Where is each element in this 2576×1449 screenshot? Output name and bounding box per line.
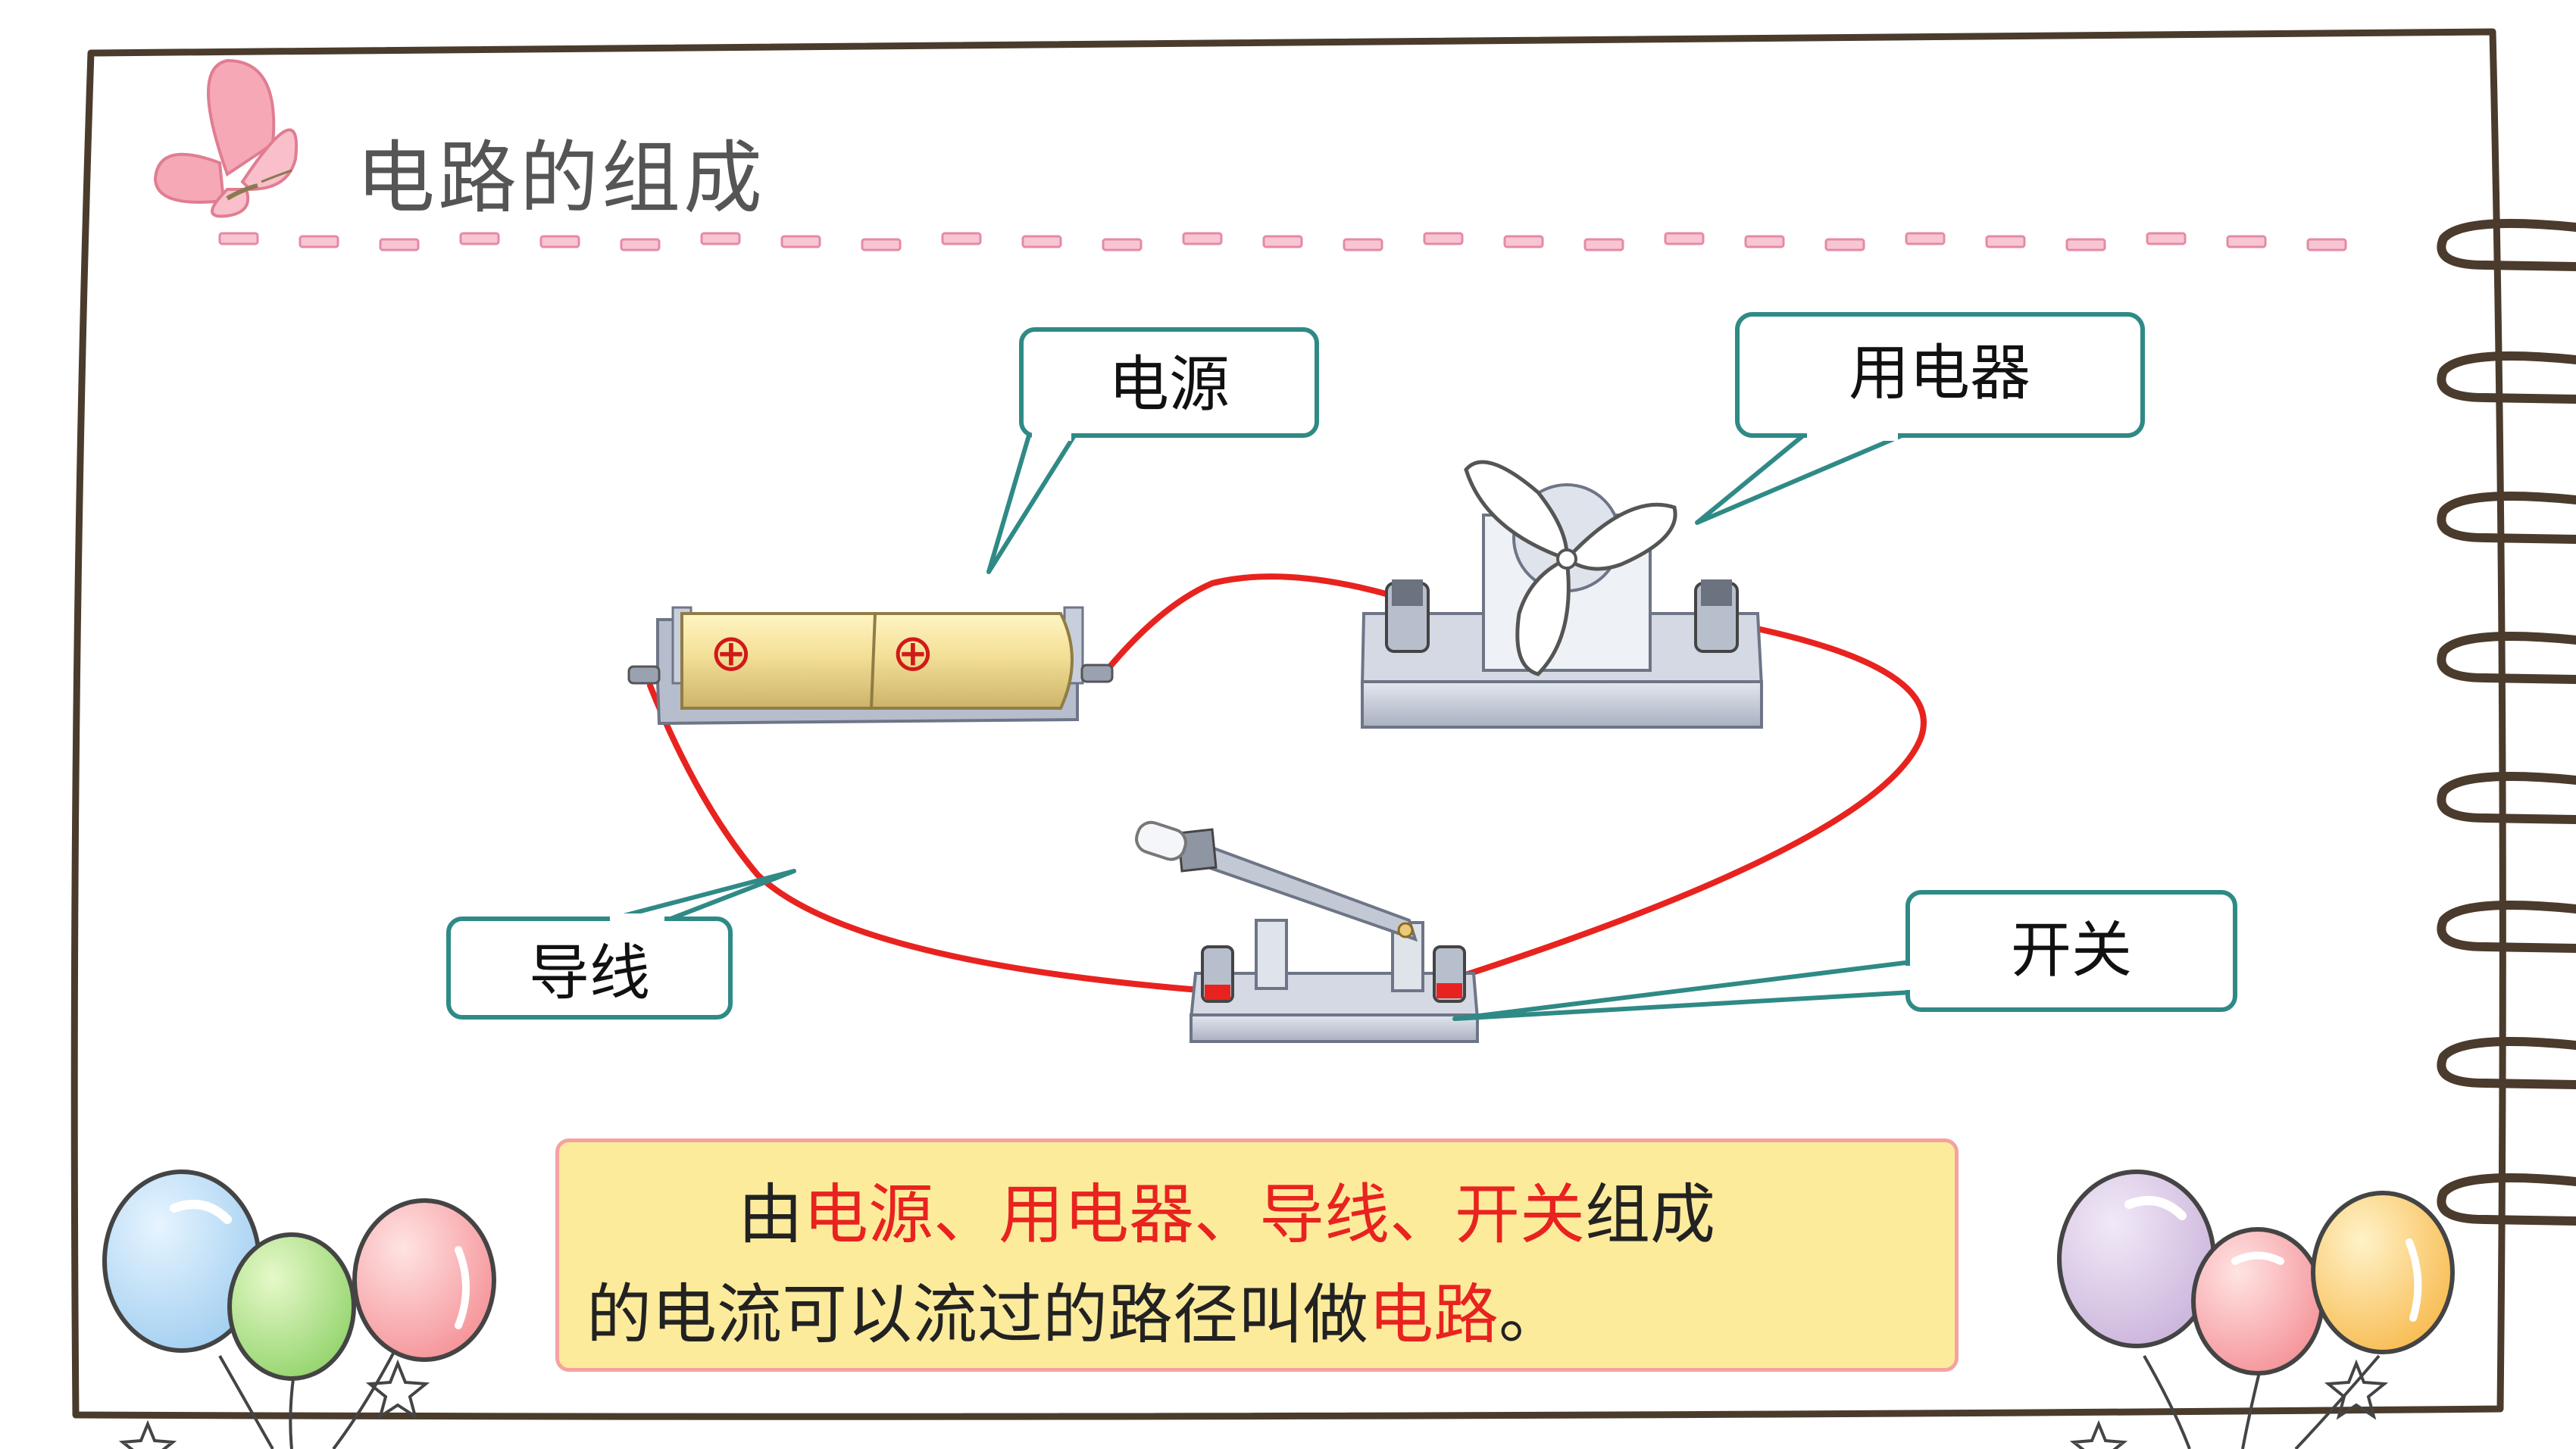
divider-dash <box>2306 238 2347 251</box>
divider-dash <box>379 238 420 251</box>
summary-text: 的电流可以流过的路径叫做 <box>586 1277 1368 1353</box>
divider-dash <box>2146 232 2187 245</box>
divider-dash <box>780 235 821 248</box>
divider-dash <box>620 238 661 251</box>
balloon-icon <box>2191 1227 2324 1376</box>
divider-dash <box>1583 238 1624 251</box>
divider-dash <box>1182 232 1223 245</box>
switch-terminal-left <box>1201 945 1234 1003</box>
balloon-icon <box>227 1232 356 1381</box>
divider-dash <box>861 238 902 251</box>
callout-appliance-label: 用电器 <box>1849 338 2030 408</box>
summary-box: 由电源、用电器、导线、开关组成 的电流可以流过的路径叫做电路。 <box>555 1138 1959 1372</box>
switch-terminal-right <box>1433 945 1466 1003</box>
spiral-ring <box>2437 1173 2576 1226</box>
summary-line-2: 的电流可以流过的路径叫做电路。 <box>586 1265 1927 1365</box>
battery-polarity-1: ⊕ <box>710 623 753 683</box>
balloon-icon <box>352 1198 496 1362</box>
star-icon <box>365 1359 430 1420</box>
summary-separator: 、 <box>1390 1177 1455 1253</box>
callout-appliance: 用电器 <box>1695 312 2145 525</box>
balloons-left-decoration <box>102 1170 496 1449</box>
divider-dash <box>1343 238 1383 251</box>
callout-power-label: 电源 <box>1108 349 1230 420</box>
callout-wire: 导线 <box>446 869 796 1020</box>
summary-highlight-circuit: 电路 <box>1368 1277 1499 1353</box>
butterfly-icon <box>153 58 299 218</box>
fan-appliance <box>1360 460 1764 729</box>
callout-switch: 开关 <box>1452 890 2237 1021</box>
star-icon <box>118 1419 177 1449</box>
fan-blade <box>1515 556 1571 676</box>
divider-dash <box>1102 238 1143 251</box>
fan-terminal-right <box>1694 579 1739 653</box>
divider-dash <box>1021 235 1062 248</box>
divider-dash <box>1664 232 1705 245</box>
callout-power: 电源 <box>986 327 1319 574</box>
summary-highlight-appliance: 用电器 <box>999 1177 1194 1253</box>
wires <box>647 573 1927 994</box>
battery-polarity-2: ⊕ <box>892 623 935 683</box>
battery-holder: ⊕ ⊕ <box>627 606 1114 726</box>
divider-dash <box>1503 235 1544 248</box>
summary-text: 由 <box>738 1177 803 1253</box>
divider-dash <box>459 232 500 245</box>
balloon-icon <box>2311 1191 2455 1354</box>
knife-switch <box>1135 820 1480 1043</box>
divider-dash <box>1423 232 1464 245</box>
wire-battery-to-fan <box>1099 573 1405 679</box>
callout-wire-label: 导线 <box>529 938 650 1008</box>
divider-dash <box>941 232 982 245</box>
divider-dash <box>2065 238 2106 251</box>
divider-dash <box>1905 232 1946 245</box>
divider-dash <box>218 232 259 245</box>
divider-dash <box>2226 235 2267 248</box>
divider-dash <box>299 235 339 248</box>
spiral-ring <box>2437 632 2576 684</box>
summary-separator: 、 <box>933 1177 999 1253</box>
divider-dash <box>1985 235 2026 248</box>
spiral-ring <box>2437 1037 2576 1089</box>
spiral-ring <box>2437 492 2576 544</box>
divider-dash <box>1824 238 1865 251</box>
spiral-ring <box>2437 219 2576 271</box>
callout-switch-label: 开关 <box>2011 915 2132 985</box>
summary-text: 。 <box>1499 1277 1564 1353</box>
spiral-ring <box>2437 901 2576 953</box>
fan-terminal-left <box>1385 579 1430 653</box>
summary-highlight-wire: 导线 <box>1259 1177 1390 1253</box>
star-icon <box>2324 1359 2389 1420</box>
spiral-ring <box>2437 772 2576 824</box>
divider-dash <box>539 235 580 248</box>
page-title: 电路的组成 <box>356 132 766 224</box>
fan-blade <box>1464 460 1569 562</box>
title-divider <box>218 232 2347 251</box>
divider-dash <box>1262 235 1303 248</box>
balloons-right-decoration <box>2057 1170 2455 1449</box>
fan-blade <box>1564 502 1677 571</box>
spiral-ring <box>2437 351 2576 404</box>
wire-battery-to-switch <box>647 682 1211 994</box>
star-icon <box>2069 1419 2128 1449</box>
divider-dash <box>1744 235 1785 248</box>
notebook-frame <box>70 28 2506 1420</box>
summary-highlight-switch: 开关 <box>1455 1177 1585 1253</box>
summary-line-1: 由电源、用电器、导线、开关组成 <box>586 1165 1927 1265</box>
divider-dash <box>700 232 741 245</box>
summary-highlight-power: 电源 <box>803 1177 933 1253</box>
summary-separator: 、 <box>1194 1177 1259 1253</box>
spiral-binding <box>2437 219 2576 1226</box>
summary-text: 组成 <box>1585 1177 1715 1253</box>
wire-fan-to-switch <box>1455 622 1927 980</box>
